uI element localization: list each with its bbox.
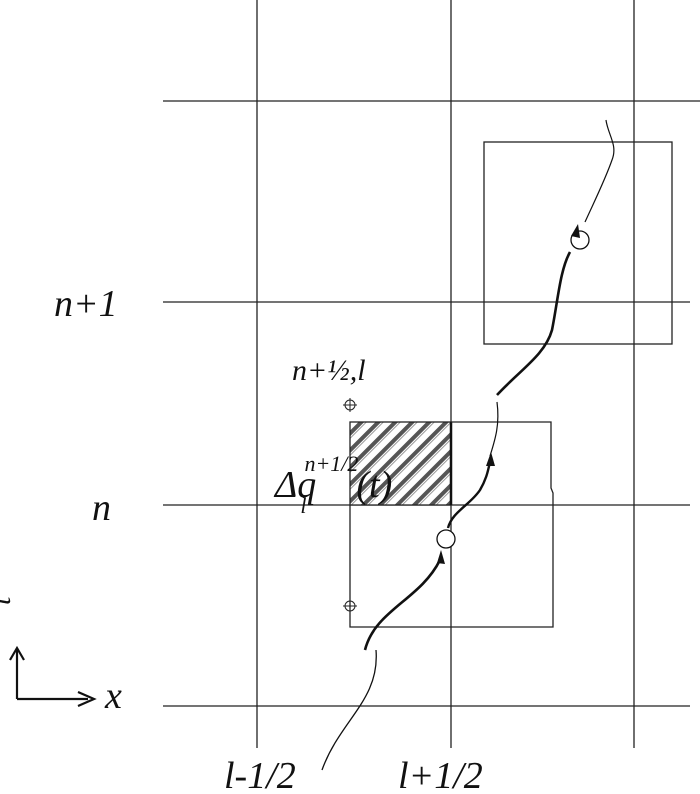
delta-q-label: Δql n+1/2(t) [273, 451, 392, 518]
node-circle-lower [436, 529, 456, 549]
axis-t-label: t [0, 596, 17, 605]
characteristic-path-lower-thin [321, 649, 377, 771]
column-label-l-plus-half: l+1/2 [398, 755, 483, 794]
grid [163, 0, 700, 748]
characteristic-path-middle-thin [489, 401, 499, 457]
arrow-head-upper [571, 224, 580, 238]
crosshair-marker-lower [343, 599, 357, 613]
axis-x-label: x [104, 675, 122, 717]
characteristic-path-middle-thick [446, 461, 492, 529]
characteristic-path-top-thin [584, 119, 615, 223]
column-label-l-minus-half: l-1/2 [224, 755, 296, 794]
upper-cell-box [483, 141, 673, 345]
axis-x-arrow-head [77, 690, 97, 708]
lower-cell-box [349, 421, 554, 628]
crosshair-marker-upper [343, 398, 357, 412]
row-label-n: n [92, 487, 111, 529]
node-label: n+½,l [292, 354, 366, 387]
arrow-head-middle [486, 452, 495, 466]
delta-q-subscript: l [300, 493, 306, 518]
arrow-head-lower [437, 550, 445, 564]
row-label-n-plus-1: n+1 [54, 283, 118, 325]
characteristic-path-lower-thick [363, 559, 442, 651]
delta-q-argument: (t) [356, 464, 392, 506]
delta-q-superscript: n+1/2 [304, 451, 358, 476]
hatched-flux-cell [349, 421, 452, 506]
delta-q-symbol: Δq [273, 464, 316, 506]
characteristic-path-upper-thick [496, 251, 572, 396]
axes-indicator [9, 645, 97, 708]
axis-t-arrow-head [9, 645, 25, 661]
